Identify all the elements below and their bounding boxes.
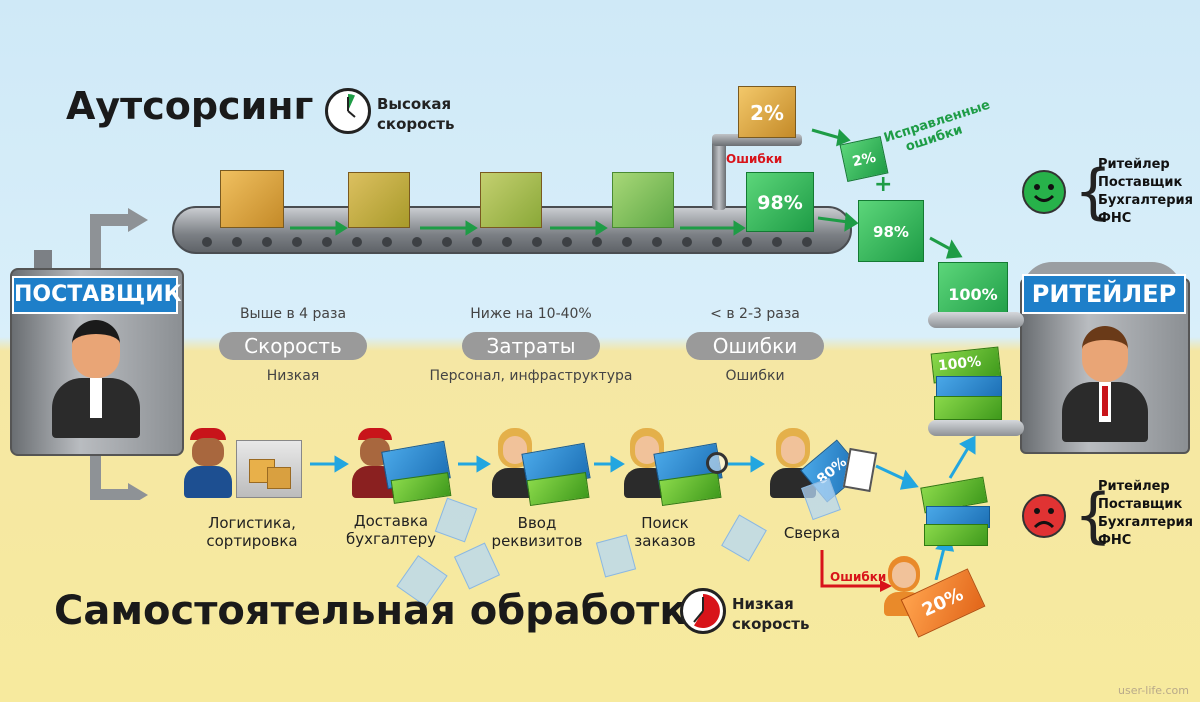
speed-line2: скорость xyxy=(377,115,455,133)
good-brace: { xyxy=(1074,157,1113,227)
magnifier-icon xyxy=(706,452,728,474)
slow-speed-label: Низкая скорость xyxy=(732,594,810,634)
fast-speed-label: Высокая скорость xyxy=(377,94,455,134)
box-1 xyxy=(220,170,284,228)
bad-list-item: Ритейлер xyxy=(1098,479,1170,494)
box-4 xyxy=(612,172,674,228)
stage-line1: Доставка xyxy=(353,512,429,530)
metric-speed: Выше в 4 раза Скорость Низкая xyxy=(218,306,368,384)
good-list-item: Ритейлер xyxy=(1098,157,1170,172)
sad-face-icon xyxy=(1022,494,1066,538)
plus-sign: + xyxy=(874,172,893,197)
supplier-avatar xyxy=(52,318,140,440)
retailer-banner: РИТЕЙЛЕР xyxy=(1022,274,1186,314)
stage-line2: бухгалтеру xyxy=(345,530,437,548)
stage-logistics-label: Логистика, сортировка xyxy=(192,514,312,550)
clock-slow-icon xyxy=(680,588,726,634)
speed-line2: скорость xyxy=(732,615,810,633)
metric-bottom-text: Персонал, инфраструктура xyxy=(429,368,633,384)
stage-search-label: Поиск заказов xyxy=(610,514,720,550)
bad-list-item: Бухгалтерия xyxy=(1098,515,1193,530)
metric-bottom-text: Низкая xyxy=(266,368,320,384)
bottom-error-arrow xyxy=(820,550,892,592)
error-lift xyxy=(712,140,726,210)
supplier-arrows xyxy=(90,208,148,500)
bad-list-item: ФНС xyxy=(1098,533,1132,548)
truck xyxy=(236,440,302,498)
stage-delivery-label: Доставка бухгалтеру xyxy=(336,512,446,548)
good-box-98: 98% xyxy=(746,172,814,232)
metric-costs: Ниже на 10-40% Затраты Персонал, инфраст… xyxy=(420,306,642,384)
stage-line1: Ввод xyxy=(517,514,557,532)
stage-line1: Поиск xyxy=(641,514,689,532)
stack-bottom-3 xyxy=(924,524,988,546)
bad-brace: { xyxy=(1074,481,1113,551)
metric-name: Ошибки xyxy=(686,332,824,360)
speed-line1: Низкая xyxy=(732,595,794,613)
stage-line1: Логистика, xyxy=(208,514,296,532)
bad-list-item: Поставщик xyxy=(1098,497,1183,512)
clock-fast-icon xyxy=(325,88,371,134)
retailer-avatar xyxy=(1062,324,1148,442)
stage-check-label: Сверка xyxy=(772,524,852,542)
metric-top-text: Выше в 4 раза xyxy=(239,306,347,322)
good-list-item: Поставщик xyxy=(1098,175,1183,190)
self-processing-title: Самостоятельная обработка xyxy=(54,588,714,634)
top-error-label: Ошибки xyxy=(726,152,783,166)
watermark: user-life.com xyxy=(1118,684,1190,697)
top-flow-arrows xyxy=(811,128,963,259)
bad-list: Ритейлер Поставщик Бухгалтерия ФНС xyxy=(1098,478,1193,550)
speed-line1: Высокая xyxy=(377,95,452,113)
error-box-2: 2% xyxy=(738,86,796,138)
box-3 xyxy=(480,172,542,228)
stage-requisites-label: Ввод реквизитов xyxy=(482,514,592,550)
moving-box-98: 98% xyxy=(858,200,924,262)
metric-errors: < в 2-3 раза Ошибки Ошибки xyxy=(680,306,830,384)
stage-line1: Сверка xyxy=(783,524,841,542)
good-list: Ритейлер Поставщик Бухгалтерия ФНС xyxy=(1098,156,1193,228)
metric-top-text: Ниже на 10-40% xyxy=(470,306,592,322)
stage-line2: заказов xyxy=(634,532,696,550)
metric-name: Затраты xyxy=(462,332,600,360)
retailer-shelf-bottom xyxy=(928,420,1024,436)
happy-face-icon xyxy=(1022,170,1066,214)
metric-top-text: < в 2-3 раза xyxy=(710,306,800,322)
outsourcing-title: Аутсорсинг xyxy=(66,84,314,128)
stack-100-bottom xyxy=(934,396,1002,420)
stack-100-mid xyxy=(936,376,1002,398)
bottom-error-label: Ошибки xyxy=(830,570,887,584)
good-list-item: Бухгалтерия xyxy=(1098,193,1193,208)
retailer-shelf-top xyxy=(928,312,1024,328)
stage-line2: сортировка xyxy=(206,532,298,550)
stage-line2: реквизитов xyxy=(491,532,583,550)
chimney xyxy=(34,250,52,272)
metric-name: Скорость xyxy=(219,332,367,360)
conveyor-arrows xyxy=(290,220,746,236)
logistics-worker xyxy=(184,428,232,498)
supplier-banner: ПОСТАВЩИК xyxy=(12,276,182,314)
good-list-item: ФНС xyxy=(1098,211,1132,226)
metric-bottom-text: Ошибки xyxy=(725,368,785,384)
box-2 xyxy=(348,172,410,228)
